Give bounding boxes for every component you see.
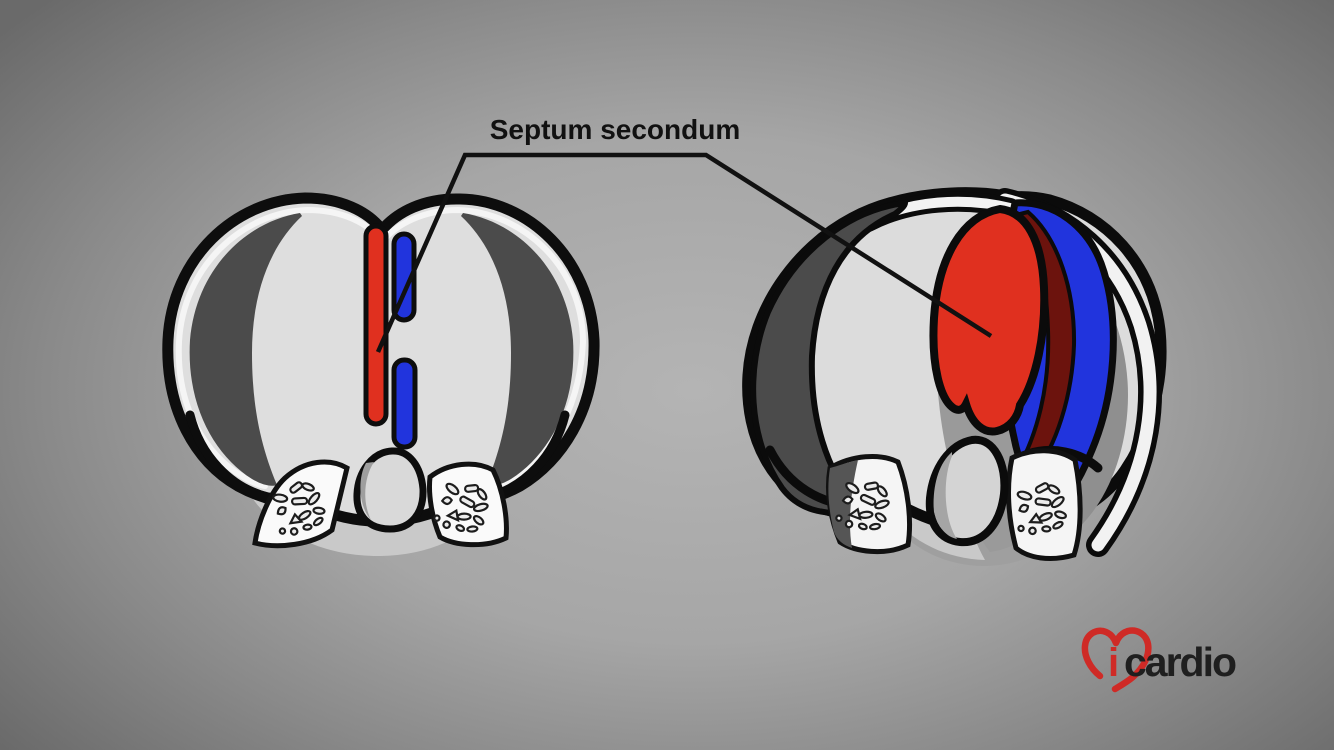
- trabeculated-wedge-left: [252, 459, 350, 549]
- left-figure-atrial-septum-frontal: [162, 192, 600, 556]
- atrial-wall-left-crescent: [189, 213, 302, 486]
- annotation-label: Septum secondum: [490, 114, 740, 145]
- trabeculated-wedge-right: [427, 461, 509, 548]
- septum-secundum-bar: [363, 223, 389, 427]
- logo-text: cardio: [1124, 639, 1236, 685]
- pericardial-rim-left: [175, 206, 385, 489]
- logo-letter-i: i: [1108, 641, 1119, 685]
- trabeculated-wedge-right: [1006, 448, 1083, 561]
- septum-secundum-dome: [929, 204, 1049, 436]
- annotation-leader-line: [375, 152, 993, 353]
- atrial-wall-right-crescent: [461, 213, 574, 486]
- septum-primum-upper-bar: [391, 231, 417, 323]
- endocardial-cushion: [353, 447, 427, 533]
- icardio-logo: i cardio: [1081, 627, 1238, 693]
- right-figure-atrial-septum-oblique: [742, 187, 1167, 566]
- septum-primum-lower-bar: [391, 357, 418, 450]
- trabeculated-wedge-left: [825, 454, 912, 555]
- endocardial-cushion: [925, 435, 1009, 547]
- heart-icon: [1081, 627, 1152, 693]
